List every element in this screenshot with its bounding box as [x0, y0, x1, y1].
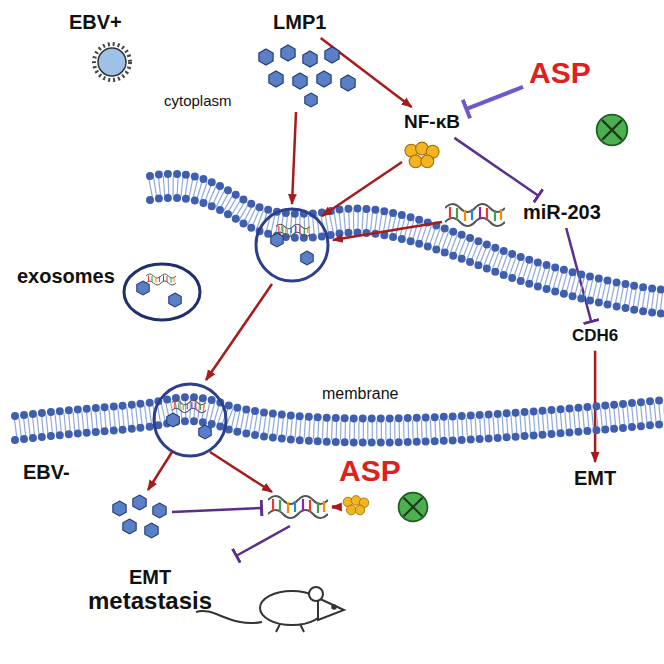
node-text: LMP1: [273, 11, 326, 33]
exosome: [154, 384, 226, 456]
outcome-label: EMT: [571, 465, 619, 491]
outcome-label: EMTmetastasis: [85, 564, 215, 616]
cell-label: EBV+: [66, 9, 125, 35]
factor-label: NF-κB: [401, 110, 463, 135]
vesicle-label: exosomes: [14, 263, 118, 289]
inhibition-line: [454, 138, 538, 196]
node-text: CDH6: [572, 327, 618, 346]
gene-label: CDH6: [569, 325, 621, 348]
mirna-label: miR-203: [520, 199, 604, 225]
cell-membrane: [150, 174, 664, 314]
nfkb-icon: [343, 496, 369, 515]
cell-label: EBV+: [69, 11, 122, 33]
cell-membrane: [15, 397, 664, 442]
vesicle-label: exosomes: [17, 265, 115, 287]
cell-label: EBV-: [20, 459, 73, 485]
virus-icon: [94, 44, 130, 80]
nfkb-icon: [405, 142, 439, 168]
lmp1-proteins: [113, 495, 166, 538]
node-text: NF-κB: [404, 112, 460, 133]
region-label: membrane: [319, 383, 401, 405]
node-text: ASP: [529, 56, 591, 89]
activation-arrow: [321, 38, 412, 107]
region-label: cytoplasm: [161, 91, 235, 112]
asp-icon: [597, 115, 628, 146]
protein-label: LMP1: [270, 9, 329, 35]
exosome: [124, 264, 200, 320]
drug-label: ASP: [336, 452, 404, 489]
node-text: miR-203: [523, 201, 601, 223]
mirna-icon: [445, 204, 505, 226]
asp-icon: [399, 493, 428, 522]
node-text: EMT: [88, 566, 212, 588]
drug-label: ASP: [526, 54, 594, 91]
node-text: ASP: [339, 454, 401, 487]
lmp1-proteins: [259, 45, 355, 107]
inhibition-line: [466, 87, 523, 109]
region-label: membrane: [322, 385, 398, 403]
mouse-icon: [196, 587, 344, 632]
exosome: [256, 209, 328, 281]
cell-label: EBV-: [23, 461, 70, 483]
node-text: metastasis: [88, 588, 212, 614]
pathway-arrows: [148, 112, 442, 556]
mirna-icon: [268, 496, 328, 518]
region-label: cytoplasm: [164, 93, 232, 110]
node-text: EMT: [574, 467, 616, 489]
